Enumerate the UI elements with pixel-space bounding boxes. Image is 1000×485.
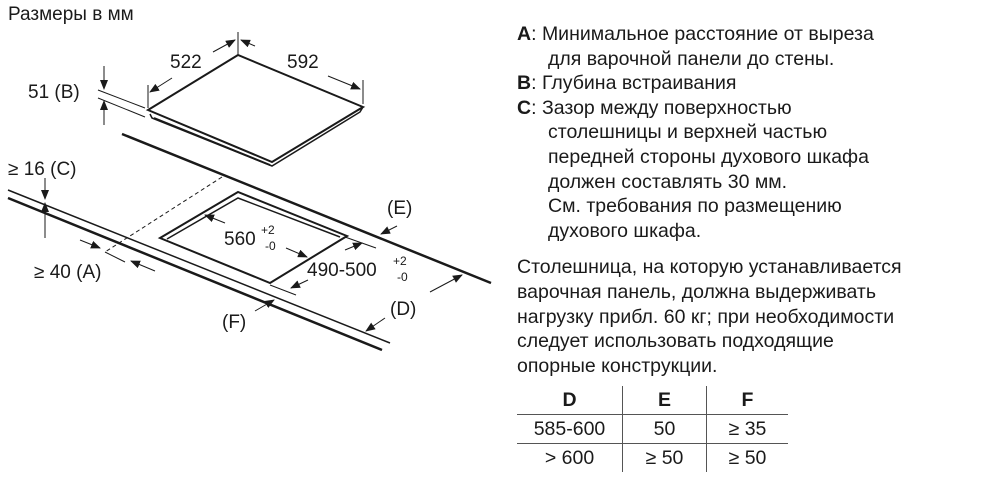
note-text: Зазор между поверхностью — [541, 96, 792, 119]
paragraph-line: варочная панель, должна выдерживать — [517, 280, 877, 303]
dim-b-label: 51 (B) — [28, 82, 80, 103]
notes-list: A: Минимальное расстояние от выреза для … — [517, 22, 874, 243]
note-text: должен составлять 30 мм. — [548, 170, 788, 193]
tol-plus-490: +2 — [393, 254, 407, 268]
paragraph-line: следует использовать подходящие — [517, 330, 834, 353]
note-key: A — [517, 23, 532, 45]
tol-plus-560: +2 — [261, 223, 275, 237]
dim-592-label: 592 — [287, 52, 319, 73]
paragraph-line: опорные конструкции. — [517, 355, 718, 378]
cell: > 600 — [517, 443, 623, 472]
installation-diagram: 522 592 51 (B) ≥ 16 (C) ≥ 40 (A) 560 +2 … — [7, 32, 492, 352]
note-key: C — [517, 96, 532, 119]
dim-522-label: 522 — [170, 52, 202, 73]
dim-560-label: 560 — [224, 229, 256, 250]
hob-outline — [145, 53, 366, 167]
label-d: (D) — [390, 299, 416, 320]
note-text: передней стороны духового шкафа — [548, 145, 869, 168]
dim-490-500-label: 490-500 — [307, 260, 377, 281]
note-text: для варочной панели до стены. — [548, 47, 835, 70]
note-text: Минимальное расстояние от выреза — [541, 23, 874, 45]
paragraph-line: Столешница, на которую устанавливается — [517, 256, 902, 278]
table-row: > 600 ≥ 50 ≥ 50 — [517, 443, 788, 472]
load-paragraph: Столешница, на которую устанавливается в… — [517, 255, 902, 379]
cell: ≥ 50 — [728, 446, 767, 469]
paragraph-line: нагрузку прибл. 60 кг; при необходимости — [517, 305, 895, 328]
clearance-table: D E F 585-600 50 ≥ 35 > 600 ≥ 50 ≥ 50 — [517, 386, 788, 472]
note-c: C: Зазор между поверхностью — [517, 96, 792, 119]
note-a: A: Минимальное расстояние от выреза — [517, 23, 874, 45]
note-text: См. требования по размещению — [548, 195, 842, 218]
note-key: B — [517, 72, 532, 95]
dim-a-label: ≥ 40 (A) — [34, 262, 101, 283]
dim-c-label: ≥ 16 (C) — [8, 159, 77, 180]
table-row: 585-600 50 ≥ 35 — [517, 414, 788, 444]
note-text: столешницы и верхней частью — [548, 121, 828, 144]
cell: ≥ 35 — [706, 414, 788, 444]
note-text: Глубина встраивания — [541, 72, 737, 95]
note-text: духового шкафа. — [548, 219, 702, 242]
page-title: Размеры в мм — [8, 4, 134, 25]
header-d: D — [517, 386, 623, 415]
cell: 585-600 — [517, 414, 623, 444]
tol-minus-490: -0 — [397, 270, 408, 284]
cell: 50 — [622, 414, 707, 444]
tol-minus-560: -0 — [265, 239, 276, 253]
header-f: F — [706, 386, 788, 415]
table-header: D E F — [517, 386, 788, 415]
header-e: E — [622, 386, 707, 415]
note-b: B: Глубина встраивания — [517, 72, 737, 95]
cutout-outline — [157, 190, 350, 285]
cell: ≥ 50 — [622, 443, 707, 472]
label-f: (F) — [222, 312, 246, 333]
label-e: (E) — [387, 198, 412, 219]
